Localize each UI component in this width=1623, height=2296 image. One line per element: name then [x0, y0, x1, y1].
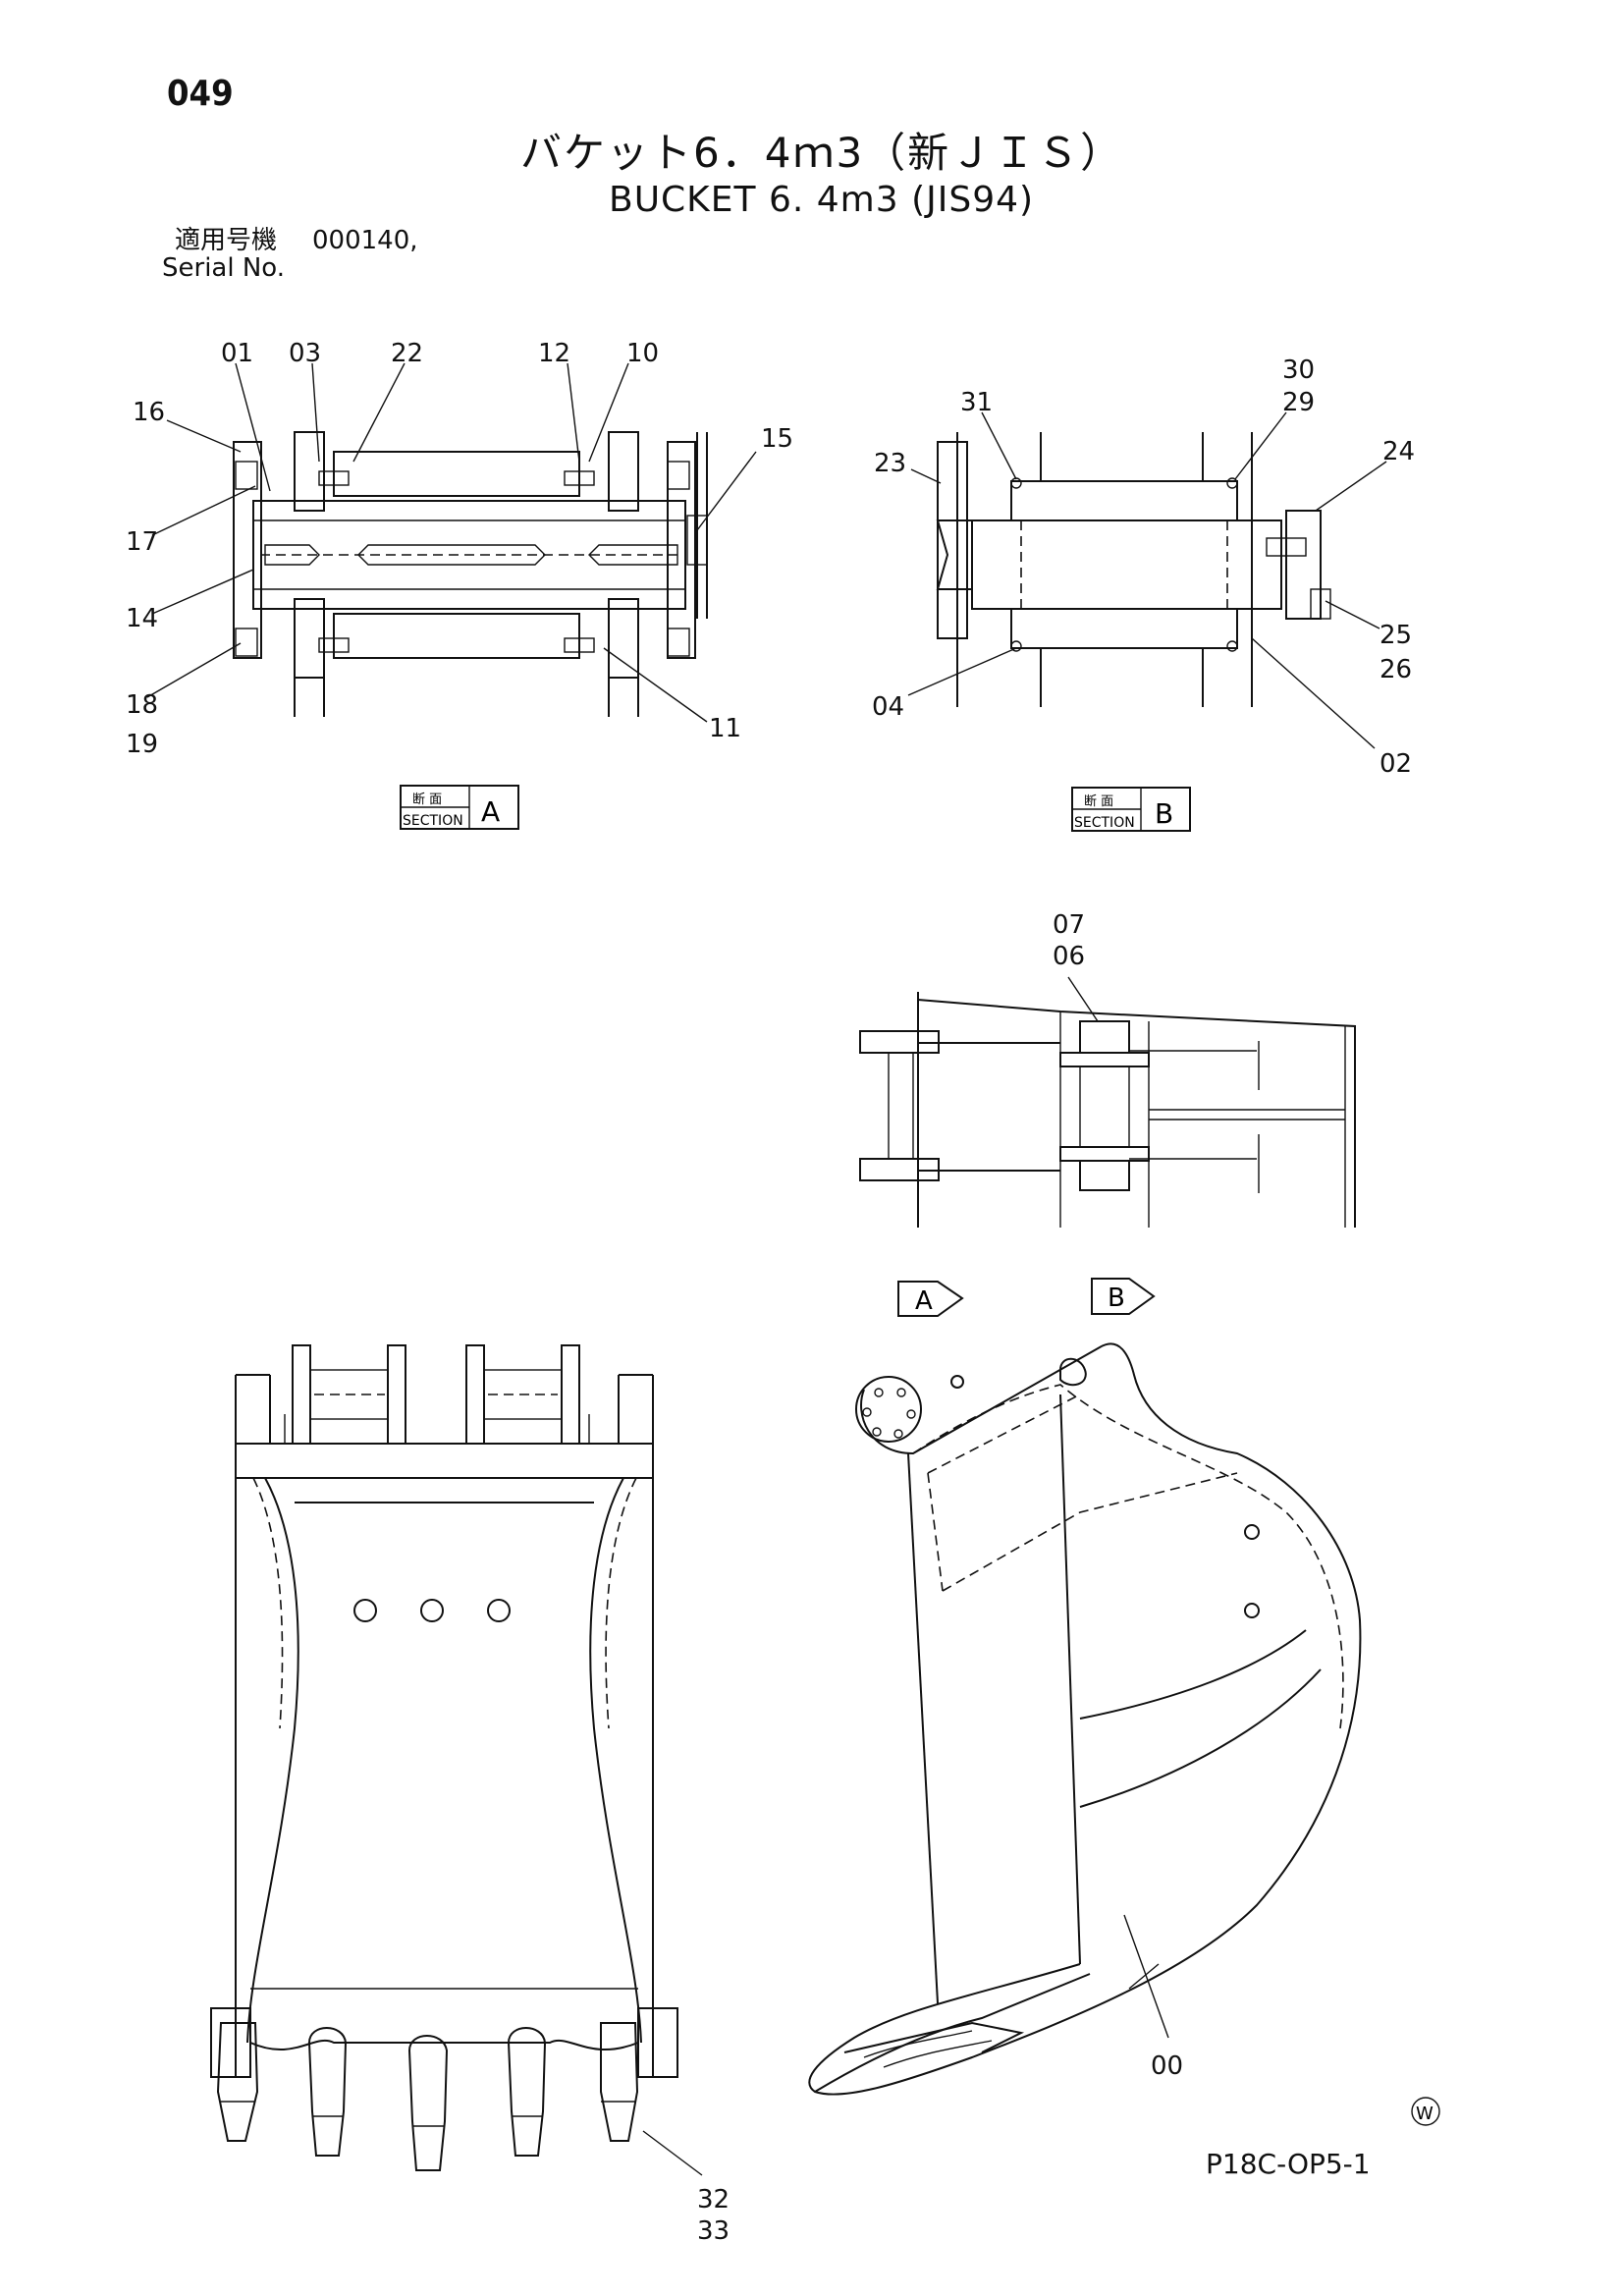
callout-03: 03	[289, 339, 321, 368]
callout-30: 30	[1282, 355, 1315, 385]
callout-07: 07	[1053, 910, 1085, 940]
front-view-drawing	[210, 1344, 703, 2176]
svg-text:B: B	[1155, 797, 1173, 830]
side-view-drawing	[808, 1342, 1362, 2096]
callout-18: 18	[126, 690, 158, 720]
callout-16: 16	[133, 398, 165, 427]
svg-text:A: A	[481, 795, 500, 828]
callout-22: 22	[391, 339, 423, 368]
callout-32: 32	[697, 2185, 730, 2214]
svg-text:断 面: 断 面	[1084, 794, 1113, 809]
section-a-drawing	[146, 362, 757, 723]
section-b-drawing	[907, 411, 1387, 749]
view-arrow-b: B	[1091, 1278, 1156, 1315]
circled-w-mark: W	[1411, 2097, 1440, 2126]
title-japanese: バケット6．4ｍ3（新ＪＩＳ）	[520, 129, 1124, 177]
callout-12: 12	[538, 339, 570, 368]
title-english: BUCKET 6. 4m3 (JIS94)	[609, 180, 1035, 220]
callout-25: 25	[1380, 621, 1412, 650]
drawing-code: P18C-OP5-1	[1206, 2148, 1371, 2180]
callout-24: 24	[1382, 437, 1415, 466]
serial-label-english: Serial No.	[162, 253, 285, 283]
section-a-tag: 断 面 SECTION A	[400, 785, 519, 830]
callout-10: 10	[626, 339, 659, 368]
svg-text:W: W	[1416, 2104, 1434, 2124]
serial-value: 000140,	[312, 226, 418, 255]
svg-text:B: B	[1108, 1284, 1125, 1313]
callout-04: 04	[872, 692, 904, 722]
callout-17: 17	[126, 527, 158, 557]
page-number: 049	[167, 74, 234, 114]
top-view-drawing	[859, 976, 1356, 1228]
svg-text:A: A	[915, 1286, 933, 1316]
serial-label-japanese: 適用号機	[175, 226, 278, 255]
callout-33: 33	[697, 2216, 730, 2246]
callout-01: 01	[221, 339, 253, 368]
callout-14: 14	[126, 604, 158, 633]
svg-text:SECTION: SECTION	[403, 813, 463, 829]
callout-11: 11	[709, 714, 741, 743]
callout-31: 31	[960, 388, 993, 417]
callout-06: 06	[1053, 942, 1085, 971]
svg-text:SECTION: SECTION	[1074, 815, 1135, 831]
svg-text:断 面: 断 面	[412, 793, 442, 807]
callout-15: 15	[761, 424, 793, 454]
callout-23: 23	[874, 449, 906, 478]
callout-19: 19	[126, 730, 158, 759]
callout-26: 26	[1380, 655, 1412, 684]
callout-02: 02	[1380, 749, 1412, 779]
callout-00: 00	[1151, 2051, 1183, 2081]
callout-29: 29	[1282, 388, 1315, 417]
section-b-tag: 断 面 SECTION B	[1071, 787, 1191, 832]
view-arrow-a: A	[897, 1281, 964, 1317]
